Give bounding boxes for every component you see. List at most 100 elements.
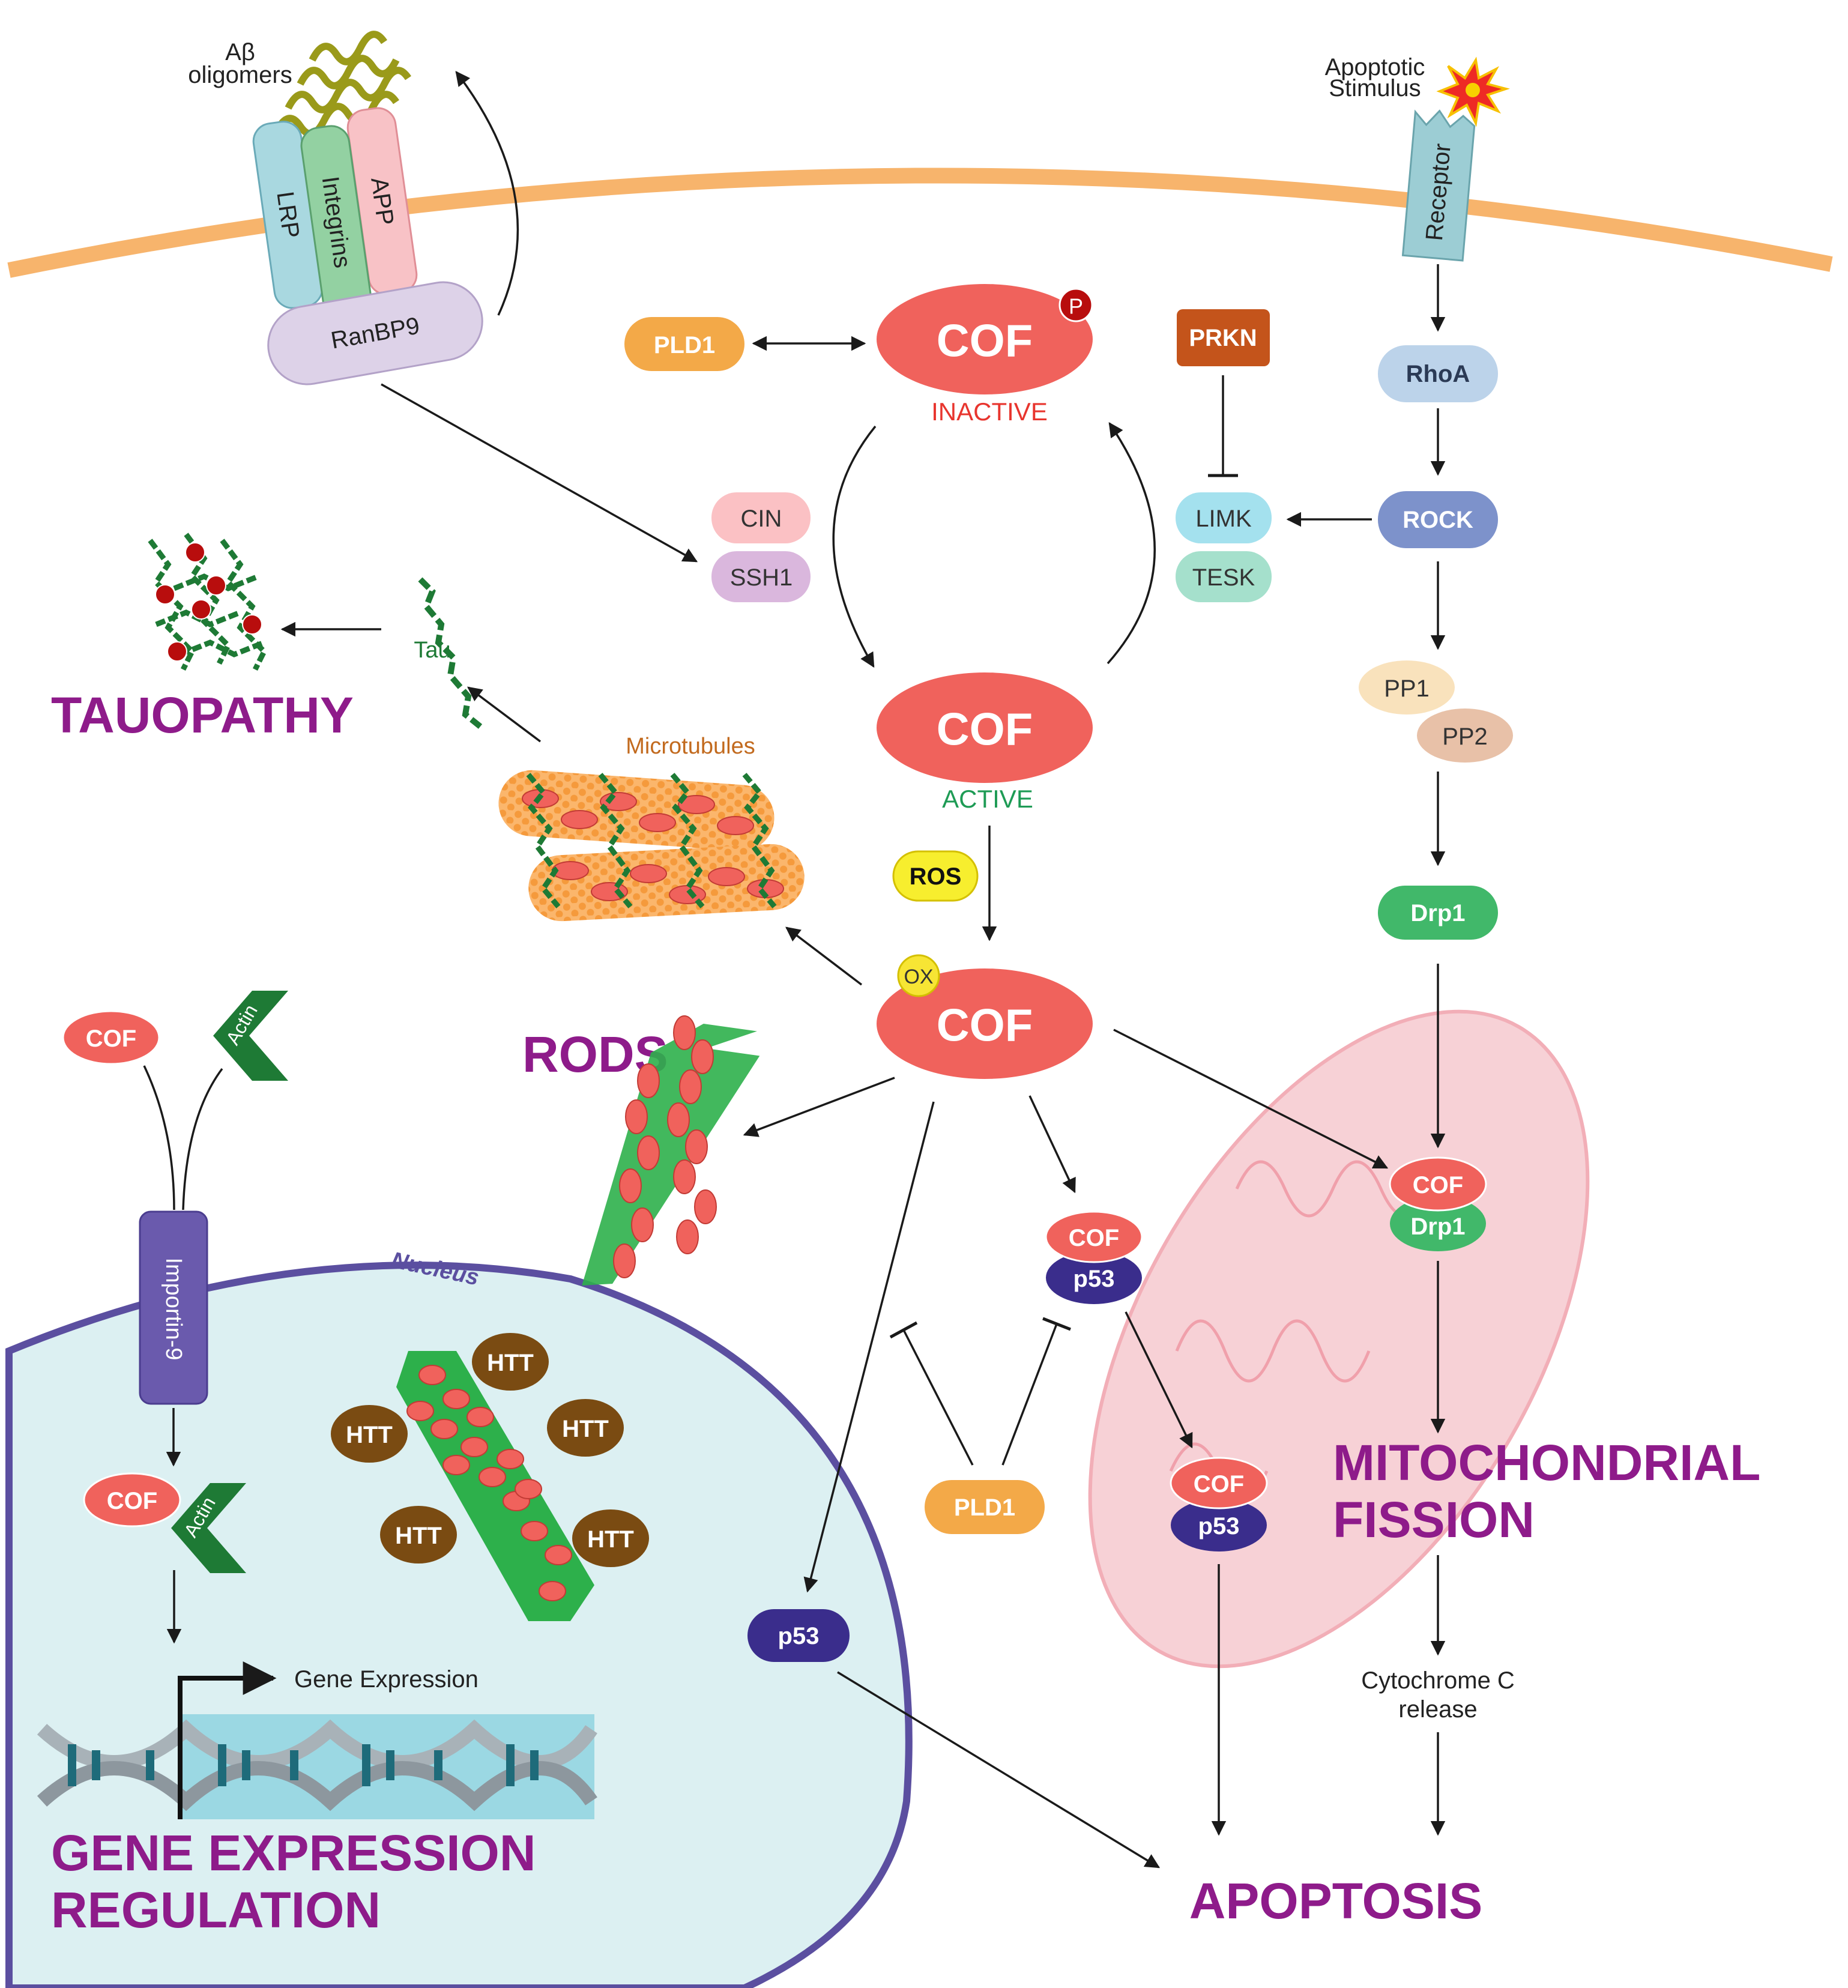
- rhoa-label: RhoA: [1406, 361, 1470, 387]
- complex-cof-label: COF: [1413, 1172, 1463, 1198]
- cycle-arrow-left: [832, 425, 877, 668]
- cof-import-label: COF: [86, 1026, 136, 1052]
- tau-label: Tau: [414, 638, 450, 663]
- htt-node-5: HTT: [572, 1509, 649, 1567]
- gene-regulation-label-line1: GENE EXPRESSION: [51, 1825, 536, 1881]
- ssh1-node: SSH1: [711, 551, 811, 602]
- apoptotic-label-line2: Stimulus: [1329, 75, 1421, 101]
- cof-rods-arrow: [743, 1077, 895, 1137]
- microtubules-icon: [498, 770, 805, 922]
- cof-cytosol-label: COF: [1069, 1225, 1119, 1251]
- microtubules-tau-arrow: [467, 686, 542, 743]
- limk-label: LIMK: [1195, 506, 1252, 532]
- complex-drp1-label: Drp1: [1410, 1213, 1465, 1240]
- dna-helix-icon: [37, 1714, 597, 1819]
- rhoa-node: RhoA: [1378, 345, 1498, 402]
- cof-mito-label: COF: [1194, 1471, 1244, 1497]
- phospho-label: P: [1069, 294, 1083, 319]
- abeta-label-line1: Aβ: [225, 39, 255, 65]
- drp1-label: Drp1: [1410, 900, 1465, 926]
- cof-drp1-complex: Drp1 COF: [1389, 1156, 1487, 1251]
- phospho-badge: [1058, 288, 1093, 322]
- importin-9-node: Importin-9: [139, 1210, 208, 1405]
- ssh1-label: SSH1: [730, 564, 793, 591]
- ox-label: OX: [904, 965, 933, 988]
- importin-label: Importin-9: [161, 1257, 186, 1360]
- htt-label-2: HTT: [346, 1422, 393, 1448]
- tau-protein-icon: [418, 577, 483, 729]
- cof-nuclear-label: COF: [107, 1488, 157, 1514]
- htt-node-2: HTT: [331, 1405, 408, 1463]
- apoptosis-label: APOPTOSIS: [1189, 1873, 1483, 1929]
- cin-node: CIN: [711, 492, 811, 543]
- htt-node-3: HTT: [547, 1399, 624, 1457]
- cycle-arrow-right: [1107, 421, 1156, 665]
- htt-label-4: HTT: [395, 1523, 442, 1549]
- p53-mito-label: p53: [1198, 1513, 1240, 1539]
- htt-label-1: HTT: [487, 1350, 534, 1376]
- actin-import-icon: Actin: [213, 991, 288, 1081]
- actin-importin-line: [182, 1068, 223, 1210]
- cin-label: CIN: [741, 506, 782, 532]
- ox-badge: [897, 954, 940, 997]
- pld1-inhibit-right: [1001, 1323, 1058, 1466]
- pld1-top-node: PLD1: [624, 317, 744, 371]
- mitochondrion: [1088, 1009, 1590, 1669]
- prkn-label: PRKN: [1189, 325, 1257, 351]
- abeta-label-line2: oligomers: [188, 62, 292, 88]
- tau-tangles-icon: [148, 533, 268, 671]
- cof-oxidized-label: COF: [937, 1000, 1033, 1051]
- cof-microtubules-arrow: [785, 926, 863, 986]
- mito-fission-label-line1: MITOCHONDRIAL: [1333, 1434, 1760, 1491]
- stimulus-core: [1466, 83, 1480, 97]
- limk-node: LIMK: [1176, 492, 1272, 543]
- cytochrome-label-line2: release: [1398, 1696, 1477, 1723]
- pp2-label: PP2: [1442, 724, 1488, 750]
- active-label: ACTIVE: [942, 785, 1033, 813]
- htt-rod-aggregate-icon: [396, 1351, 594, 1621]
- integrins-receptor: Integrins: [300, 125, 372, 319]
- cof-mito-arrow: [1113, 1029, 1389, 1169]
- gene-expression-label: Gene Expression: [294, 1666, 479, 1693]
- cof-p53-nucleus-arrow: [803, 1101, 935, 1593]
- pld1-bottom-node: PLD1: [925, 1480, 1045, 1534]
- pld1-inhibit-right-bar: [1042, 1317, 1071, 1331]
- pp1-label: PP1: [1384, 675, 1430, 702]
- ranbp9-feedback-arrow: [455, 71, 519, 316]
- mito-fission-label-line2: FISSION: [1333, 1491, 1535, 1548]
- rock-node: ROCK: [1378, 491, 1498, 548]
- prkn-node: PRKN: [1177, 309, 1270, 366]
- rods-icon: [582, 1015, 760, 1286]
- p53-cytosol-label: p53: [1073, 1266, 1115, 1292]
- cof-importin-line: [143, 1065, 175, 1210]
- cof-active-label: COF: [937, 704, 1033, 755]
- inactive-label: INACTIVE: [931, 397, 1048, 426]
- pld1-inhibit-left: [902, 1329, 974, 1466]
- p53-free-label: p53: [778, 1623, 820, 1649]
- gene-regulation-label-line2: REGULATION: [51, 1882, 381, 1938]
- htt-node-4: HTT: [380, 1506, 457, 1564]
- htt-node-1: HTT: [472, 1333, 549, 1391]
- ros-node: ROS: [892, 850, 979, 902]
- lrp-label: LRP: [271, 190, 304, 240]
- pld1-bottom-label: PLD1: [954, 1494, 1015, 1521]
- rock-label: ROCK: [1403, 507, 1473, 533]
- cof-p53-complex-cytosol: p53 COF: [1045, 1210, 1143, 1304]
- cof-p53-complex-arrow: [1028, 1095, 1076, 1194]
- cof-active-node: COF: [877, 672, 1093, 783]
- p53-complex-mito-arrow: [1125, 1311, 1193, 1449]
- ranbp9-node: RanBP9: [267, 281, 483, 385]
- cof-inactive-node: COF P: [877, 284, 1093, 394]
- cof-import-node: COF: [62, 1010, 160, 1065]
- htt-label-5: HTT: [587, 1526, 634, 1553]
- htt-label-3: HTT: [562, 1416, 609, 1442]
- drp1-node: Drp1: [1378, 886, 1498, 940]
- cof-nuclear-node: COF: [83, 1472, 181, 1527]
- cytochrome-label-line1: Cytochrome C: [1361, 1667, 1515, 1694]
- tesk-node: TESK: [1176, 551, 1272, 602]
- receptor-node: Receptor: [1401, 109, 1476, 262]
- microtubules-label: Microtubules: [626, 734, 755, 759]
- cof-p53-complex-mito: p53 COF: [1170, 1457, 1268, 1551]
- pp2-node: PP2: [1417, 708, 1513, 763]
